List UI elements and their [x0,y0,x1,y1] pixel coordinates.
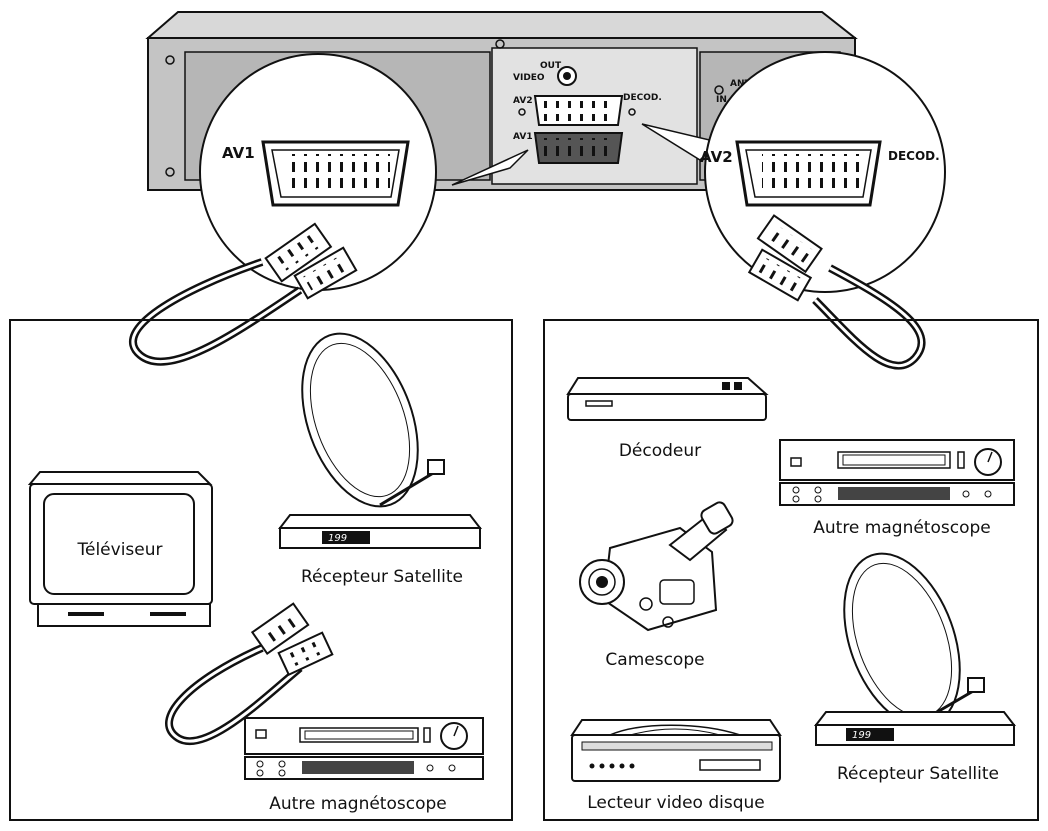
satellite-receiver-left: 199 Récepteur Satellite [277,332,483,587]
right-devices-panel: Décodeur Autre magnétoscope [543,319,1039,821]
video-disc-player: Lecteur video disque [570,719,782,813]
disc-player-label: Lecteur video disque [587,793,765,813]
decod-zoom-label: DECOD. [888,149,940,163]
av2-small-label: AV2 [513,96,533,106]
av1-small-label: AV1 [513,132,533,142]
satellite-display-left: 199 [328,533,347,544]
satellite-label-right: Récepteur Satellite [837,764,999,784]
out-label: OUT [540,61,562,71]
scart-cable [165,602,334,746]
av2-zoom-callout: AV2 DECOD. [700,51,946,302]
other-vcr-left: Autre magnétoscope [244,717,484,814]
left-devices-panel: Téléviseur 199 Récepteur Satellite [9,319,513,821]
decoder: Décodeur [566,377,769,461]
av1-zoom-callout: AV1 [199,53,437,300]
decoder-label: Décodeur [619,441,701,461]
camcorder-label: Camescope [605,650,704,670]
av2-zoom-label: AV2 [700,148,733,166]
decod-small-label: DECOD. [623,93,662,103]
camcorder: Camescope [579,501,734,670]
satellite-display-right: 199 [852,730,871,741]
av1-zoom-label: AV1 [222,144,255,162]
in-label: IN [716,95,727,105]
vcr-label-left: Autre magnétoscope [269,794,446,814]
other-vcr-right: Autre magnétoscope [779,439,1015,538]
tv-label: Téléviseur [77,540,163,560]
satellite-receiver-right: 199 Récepteur Satellite [813,552,1017,784]
vcr-label-right: Autre magnétoscope [813,518,990,538]
television: Téléviseur [27,471,213,627]
video-label: VIDEO [513,73,545,83]
satellite-label-left: Récepteur Satellite [301,567,463,587]
